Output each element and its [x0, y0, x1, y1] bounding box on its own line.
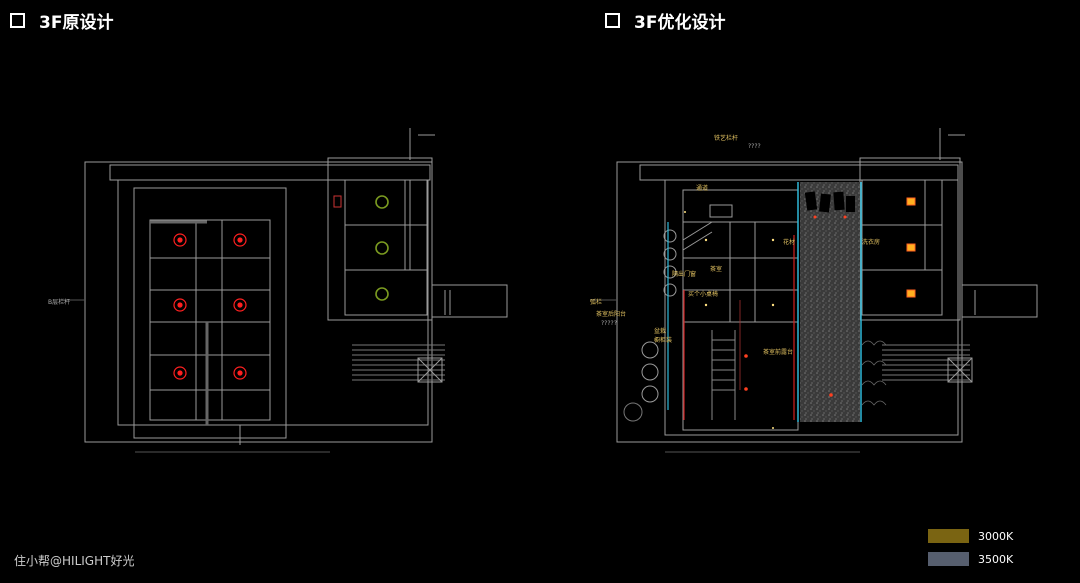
label-iron-railing: 铁艺栏杆	[714, 135, 739, 142]
label-railing: B层栏杆	[48, 299, 71, 306]
label-tea-room: 茶室	[710, 266, 723, 273]
label-corridor: 通道	[696, 185, 709, 192]
label-tea-gate: 隔出门窗	[672, 271, 697, 278]
legend-label: 3500K	[978, 552, 1014, 566]
label-bonsai: 盆栽	[654, 328, 667, 335]
checkbox-square-icon	[605, 13, 620, 28]
label-q5: ?????	[601, 320, 617, 327]
label-arc: 弧栏	[590, 299, 603, 306]
label-balcony: 茶室后阳台	[596, 311, 627, 318]
courtyard-texture	[800, 182, 860, 422]
title-original-text: 3F原设计	[39, 13, 114, 33]
watermark-credit: 住小帮@HILIGHT好光	[14, 554, 135, 568]
label-unknown: ????	[748, 143, 761, 150]
label-flower: 花材	[783, 239, 796, 246]
title-original-design: 3F原设计	[10, 8, 113, 33]
label-front-balcony: 茶室前露台	[763, 349, 794, 356]
label-buy-small: 买个小桌椅	[688, 291, 719, 298]
title-optimized-text: 3F优化设计	[634, 13, 726, 33]
label-wash: 洗衣房	[862, 239, 881, 246]
legend-swatch	[928, 552, 969, 566]
label-shelf: 橱柜装	[654, 337, 673, 344]
legend-swatch	[928, 529, 969, 543]
legend-label: 3000K	[978, 529, 1014, 543]
legend-item-3500k: 3500K	[928, 552, 1013, 566]
title-optimized-design: 3F优化设计	[605, 8, 725, 33]
legend-item-3000k: 3000K	[928, 529, 1013, 543]
checkbox-square-icon	[10, 13, 25, 28]
